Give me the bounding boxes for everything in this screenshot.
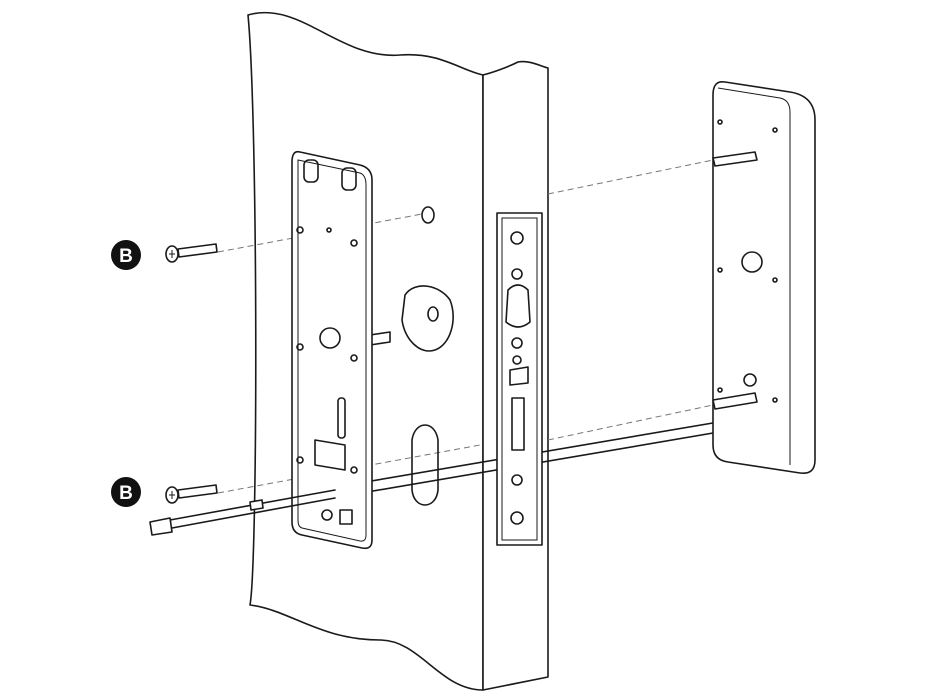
screw-top: [165, 243, 218, 263]
callout-b-bottom: B: [111, 477, 141, 507]
spindle-rod: [329, 331, 761, 499]
callout-label: B: [119, 246, 133, 267]
mortise-faceplate: [496, 212, 543, 546]
mounting-plate: [291, 150, 373, 550]
callout-label: B: [119, 483, 133, 504]
door-holes: [401, 206, 454, 506]
cable-connector: [149, 489, 336, 536]
screw-bottom: [165, 484, 218, 504]
callout-b-top: B: [111, 240, 141, 270]
exterior-escutcheon: [712, 80, 816, 475]
